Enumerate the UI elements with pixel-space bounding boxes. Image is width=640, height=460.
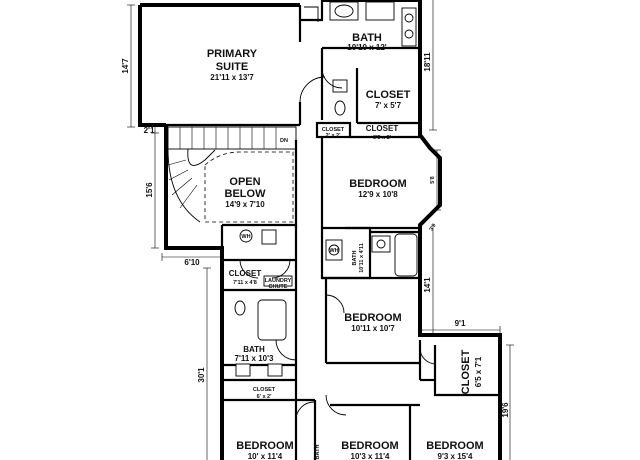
closet-top-name: CLOSET xyxy=(366,89,411,101)
dim-right-top: 18'11 xyxy=(423,52,432,72)
dim-left-mid: 2'1 xyxy=(144,126,155,135)
bedroom-3-size: 10'11 x 10'7 xyxy=(351,324,395,333)
dim-right-bottom: 19'6 xyxy=(501,402,510,418)
open-below-size: 14'9 x 7'10 xyxy=(225,200,265,209)
primary-suite-label: PRIMARY SUITE 21'11 x 13'7 xyxy=(207,48,258,82)
bath-mid-size: 10'11 x 4'11 xyxy=(359,243,365,273)
closet-small-left-size: 2' x 2' xyxy=(326,133,342,139)
bath-lower-size: 7'11 x 10'3 xyxy=(235,354,275,363)
closet-lower-size: 6' x 2' xyxy=(257,394,273,400)
open-below-name-1: OPEN xyxy=(229,176,260,188)
dim-left-bottom: 30'1 xyxy=(197,367,206,383)
bath-mid-name: BATH xyxy=(352,251,358,266)
bedroom-3-name: BEDROOM xyxy=(344,312,401,324)
dim-left-top: 14'7 xyxy=(121,58,130,74)
closet-small-left-name: CLOSET xyxy=(322,127,345,133)
open-below-outline xyxy=(204,151,294,223)
bedroom-5-size: 10'3 x 11'4 xyxy=(351,452,391,460)
top-bath-fixtures xyxy=(304,1,417,116)
laundry-name-1: LAUNDRY xyxy=(265,278,292,284)
closet-small-right-size: 8'5 x 2' xyxy=(373,135,392,141)
interior-walls xyxy=(166,0,500,460)
bedroom-4-name: BEDROOM xyxy=(236,440,293,452)
bedroom-6-size: 9'3 x 15'4 xyxy=(438,452,473,460)
primary-suite-name-2: SUITE xyxy=(216,61,248,73)
laundry-name-2: CHUTE xyxy=(269,284,288,290)
water-heater-label: WH xyxy=(241,234,250,240)
dim-right-bay1: 5'8 xyxy=(430,176,436,183)
closet-door-swing xyxy=(321,67,343,89)
closet-top-size: 7' x 5'7 xyxy=(375,101,402,110)
stair-direction-label: DN xyxy=(280,138,288,144)
closet-lower-name: CLOSET xyxy=(253,387,276,393)
primary-door-swing xyxy=(299,76,326,103)
bedroom-5-name: BEDROOM xyxy=(341,440,398,452)
dim-left-lower: 15'6 xyxy=(145,182,154,198)
bedroom-2-size: 12'9 x 10'8 xyxy=(358,190,398,199)
right-dimension-lines xyxy=(422,0,514,460)
primary-suite-name-1: PRIMARY xyxy=(207,48,258,60)
bath-lower-name: BATH xyxy=(243,345,265,354)
bedroom-4-size: 10' x 11'4 xyxy=(248,452,283,460)
open-below-name-2: BELOW xyxy=(225,188,267,200)
closet-mid-name: CLOSET xyxy=(229,269,262,278)
staircase xyxy=(167,126,297,223)
water-heater-label-2: WH xyxy=(329,248,338,254)
bedroom-6-name: BEDROOM xyxy=(426,440,483,452)
dim-right-bay2: 3'9 xyxy=(429,223,438,232)
closet-right-size: 6'5 x 7'1 xyxy=(474,356,483,387)
closet-area-fixtures xyxy=(239,229,293,287)
primary-suite-size: 21'11 x 13'7 xyxy=(210,73,254,82)
closet-small-right-name: CLOSET xyxy=(366,124,399,133)
bedroom-2-name: BEDROOM xyxy=(349,178,406,190)
dim-right-notch: 9'1 xyxy=(455,319,466,328)
dim-right-mid: 14'1 xyxy=(423,277,432,293)
lower-bath-fixtures xyxy=(234,299,297,377)
exterior-walls xyxy=(138,0,502,460)
dim-stair-width: 6'10 xyxy=(184,258,200,267)
closet-mid-size: 7'11 x 4'8 xyxy=(233,280,257,286)
mid-bath-fixtures xyxy=(325,233,418,277)
bath-top-name: BATH xyxy=(352,32,382,44)
bath-top-size: 10'10 x 12' xyxy=(347,43,386,52)
hall-bath-stub-name: BATH xyxy=(315,445,321,460)
bedroom-door-swings xyxy=(295,294,437,421)
closet-right-name: CLOSET xyxy=(460,349,472,394)
